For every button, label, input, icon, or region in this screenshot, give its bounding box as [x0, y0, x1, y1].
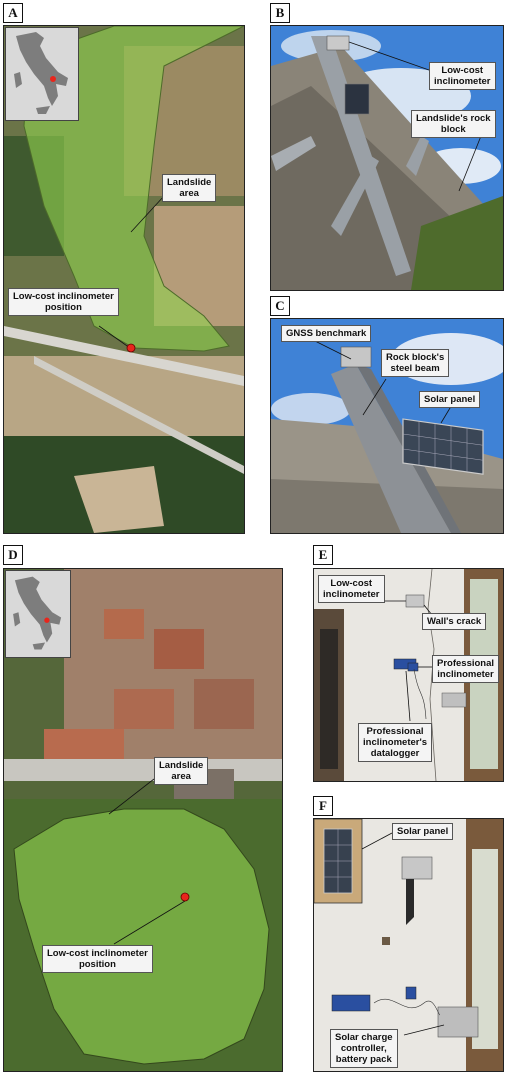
- gnss-benchmark-photo: [271, 319, 503, 533]
- inclinometer-marker-a: [126, 343, 136, 353]
- annotation-professional-inclinometer-e: Professional inclinometer: [432, 655, 500, 683]
- italy-map-icon: [13, 576, 62, 650]
- panel-e-photo: Low-cost inclinometer Wall's crack Profe…: [313, 568, 504, 782]
- panel-f-photo: Solar panel Solar charge controller, bat…: [313, 818, 504, 1072]
- panel-c-photo: GNSS benchmark Rock block's steel beam S…: [270, 318, 504, 534]
- annotation-datalogger-e: Professional inclinometer's datalogger: [358, 723, 433, 762]
- panel-label-a: A: [3, 3, 23, 23]
- lowcost-inclinometer-device-b: [326, 35, 350, 51]
- panel-d-aerial-map: Landslide area Low-cost inclinometer pos…: [3, 568, 283, 1072]
- charge-controller-device-f: [331, 994, 371, 1012]
- aerial-imagery-a: [4, 26, 244, 533]
- panel-label-c: C: [270, 296, 290, 316]
- italy-inset-d: [5, 570, 71, 658]
- annotation-landslide-area-d: Landslide area: [154, 757, 209, 785]
- location-dot-d: [44, 617, 50, 623]
- aerial-imagery-d: [4, 569, 282, 1071]
- annotation-inclinometer-position-d: Low-cost inclinometer position: [42, 945, 153, 973]
- panel-label-e: E: [313, 545, 333, 565]
- panel-label-f: F: [313, 796, 333, 816]
- panel-b-photo: Low-cost inclinometer Landslide's rock b…: [270, 25, 504, 291]
- location-dot-a: [50, 76, 56, 82]
- annotation-landslide-area-a: Landslide area: [162, 174, 217, 202]
- italy-inset-a: [5, 27, 79, 121]
- annotation-steel-beam-c: Rock block's steel beam: [381, 349, 450, 377]
- battery-pack-device-f: [437, 1006, 479, 1038]
- panel-a-aerial-map: Landslide area Low-cost inclinometer pos…: [3, 25, 245, 534]
- italy-map-icon: [14, 32, 68, 114]
- rock-block-photo: [271, 26, 503, 290]
- annotation-walls-crack-e: Wall's crack: [422, 613, 487, 630]
- annotation-lowcost-inclinometer-b: Low-cost inclinometer: [429, 62, 496, 90]
- gnss-device-c: [340, 346, 372, 368]
- annotation-rock-block-b: Landslide's rock block: [411, 110, 496, 138]
- annotation-charge-controller-f: Solar charge controller, battery pack: [330, 1029, 398, 1068]
- annotation-inclinometer-position-a: Low-cost inclinometer position: [8, 288, 119, 316]
- solar-panel-f: [323, 828, 353, 894]
- annotation-gnss-benchmark-c: GNSS benchmark: [281, 325, 372, 342]
- annotation-solar-panel-c: Solar panel: [419, 391, 481, 408]
- annotation-lowcost-inclinometer-e: Low-cost inclinometer: [318, 575, 385, 603]
- solar-panel-c: [402, 418, 484, 475]
- panel-label-d: D: [3, 545, 23, 565]
- inclinometer-marker-d: [180, 892, 190, 902]
- lowcost-inclinometer-device-e: [405, 594, 425, 608]
- annotation-solar-panel-f: Solar panel: [392, 823, 454, 840]
- landslide-overlay-d: [13, 808, 270, 1065]
- professional-inclinometer-device-e: [407, 662, 419, 672]
- landslide-overlay-a: [23, 26, 244, 352]
- panel-label-b: B: [270, 3, 290, 23]
